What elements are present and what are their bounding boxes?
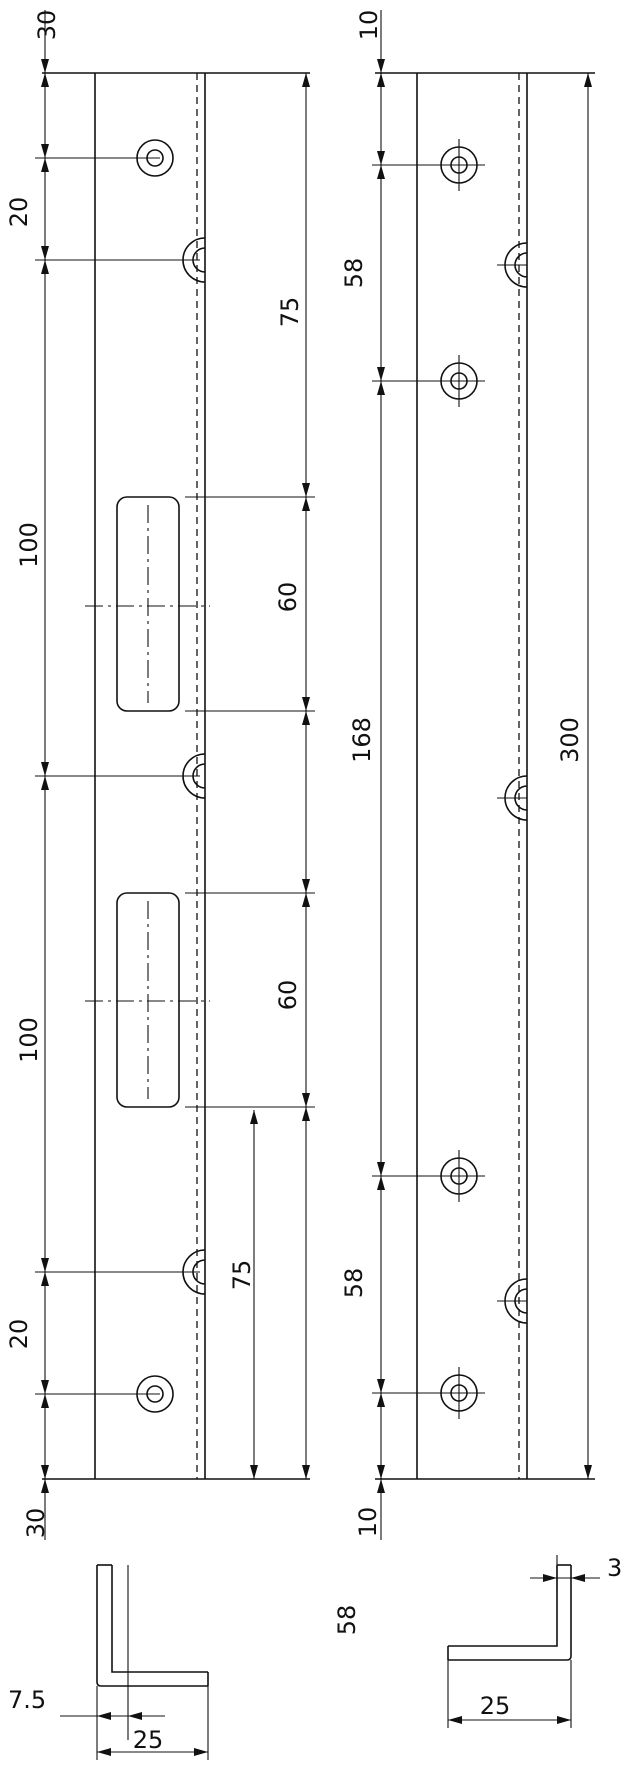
arrow xyxy=(571,1574,585,1582)
arrow xyxy=(41,1258,49,1272)
arrow xyxy=(377,1176,385,1190)
right-edge-hole-3 xyxy=(497,1278,528,1324)
arrow xyxy=(41,246,49,260)
arrow xyxy=(302,697,310,711)
arrow xyxy=(377,1393,385,1407)
dim-right-middle-pitch: 168 xyxy=(348,717,376,763)
right-profile-inner xyxy=(448,1565,558,1647)
arrow xyxy=(377,59,385,73)
arrow xyxy=(377,1162,385,1176)
arrow xyxy=(584,1465,592,1479)
right-profile-outer xyxy=(448,1565,572,1661)
arrow xyxy=(377,1379,385,1393)
dim-left-slot-offset-lower: 75 xyxy=(228,1260,256,1291)
left-profile-outer xyxy=(96,1565,208,1687)
arrow xyxy=(41,144,49,158)
left-slot-lower xyxy=(116,892,180,1108)
arrow xyxy=(41,776,49,790)
arrow xyxy=(377,151,385,165)
arrow xyxy=(41,73,49,87)
dim-left-profile-width: 25 xyxy=(133,1726,164,1754)
arrow xyxy=(41,762,49,776)
dim-right-lower-pitch: 58 xyxy=(340,1268,368,1299)
arrow xyxy=(41,1479,49,1493)
arrow xyxy=(557,1716,571,1724)
left-part: 30 20 100 100 20 30 75 60 60 75 xyxy=(5,10,315,1540)
arrow xyxy=(377,367,385,381)
right-edge-hole-1 xyxy=(497,242,528,288)
dim-left-slot-len-upper: 60 xyxy=(274,582,302,613)
arrow xyxy=(41,1272,49,1286)
arrow xyxy=(302,497,310,511)
arrow xyxy=(128,1712,142,1720)
arrow xyxy=(584,73,592,87)
dim-right-upper-pitch: 58 xyxy=(340,258,368,289)
arrow xyxy=(250,1110,258,1124)
arrow xyxy=(302,483,310,497)
arrow xyxy=(41,1394,49,1408)
dim-left-top-margin: 30 xyxy=(33,10,61,41)
arrow xyxy=(377,1479,385,1493)
arrow xyxy=(97,1712,111,1720)
arrow xyxy=(377,165,385,179)
dim-right-bottom-margin: 10 xyxy=(354,1507,382,1538)
left-profile-inner xyxy=(111,1565,208,1673)
arrow xyxy=(41,260,49,274)
left-profile: 7.5 25 xyxy=(8,1564,209,1760)
arrow xyxy=(302,879,310,893)
dim-right-top-margin: 10 xyxy=(355,10,383,41)
arrow xyxy=(543,1574,557,1582)
dim-left-big-pitch-lower: 100 xyxy=(15,1017,43,1063)
arrow xyxy=(448,1716,462,1724)
right-profile: 3 25 xyxy=(447,1554,622,1728)
right-edge-hole-2 xyxy=(497,775,528,821)
arrow xyxy=(41,1465,49,1479)
left-slot-upper xyxy=(116,496,180,712)
dim-left-bottom-pitch: 20 xyxy=(5,1319,33,1350)
arrow xyxy=(41,59,49,73)
arrow xyxy=(302,711,310,725)
arrow xyxy=(41,1380,49,1394)
arrow xyxy=(302,73,310,87)
right-part: 10 58 168 58 10 300 xyxy=(340,10,595,1540)
dim-left-top-pitch: 20 xyxy=(5,197,33,228)
arrow xyxy=(194,1748,208,1756)
arrow xyxy=(302,1465,310,1479)
arrow xyxy=(377,381,385,395)
profile-center-label: 58 xyxy=(333,1605,361,1636)
dim-right-profile-width: 25 xyxy=(480,1692,511,1720)
arrow xyxy=(97,1748,111,1756)
dim-left-bottom-margin: 30 xyxy=(22,1508,50,1539)
arrow xyxy=(41,158,49,172)
dim-left-big-pitch-upper: 100 xyxy=(15,522,43,568)
arrow xyxy=(250,1465,258,1479)
arrow xyxy=(302,893,310,907)
arrow xyxy=(302,1107,310,1121)
arrow xyxy=(302,1093,310,1107)
arrow xyxy=(377,73,385,87)
arrow xyxy=(377,1465,385,1479)
dim-left-slot-len-lower: 60 xyxy=(274,980,302,1011)
dim-left-profile-offset: 7.5 xyxy=(8,1686,46,1714)
dim-right-profile-thickness: 3 xyxy=(607,1554,622,1582)
dim-right-total-length: 300 xyxy=(556,717,584,763)
dim-left-slot-offset-upper: 75 xyxy=(276,297,304,328)
